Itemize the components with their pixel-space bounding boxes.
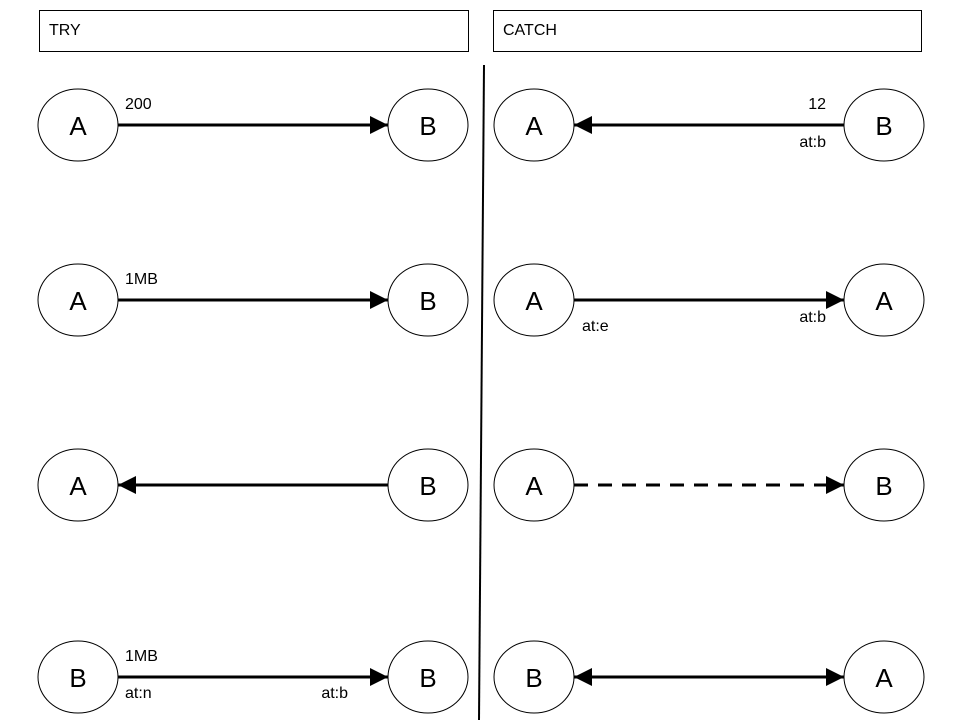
try-row-2-top-label: 1MB <box>125 271 158 288</box>
try-row-1-top-label: 200 <box>125 96 152 113</box>
catch-row-2-right-node <box>843 263 925 337</box>
try-row-4-top-label: 1MB <box>125 648 158 665</box>
catch-row-3-left-node-label: A <box>525 471 543 501</box>
try-header-label: TRY <box>49 22 81 39</box>
column-divider <box>478 64 485 720</box>
catch-row-3-left-node <box>493 448 575 522</box>
catch-row-2-left-node <box>493 263 575 337</box>
catch-row-4-right-node <box>843 640 925 714</box>
catch-row-1-right-node <box>843 88 925 162</box>
try-row-3-left-node <box>37 448 119 522</box>
try-row-2-left-node <box>37 263 119 337</box>
catch-header: CATCH <box>493 10 922 52</box>
catch-row-1-right-node-label: B <box>875 111 892 141</box>
try-row-4-bottom-left-label: at:n <box>125 685 152 702</box>
catch-row-1-bottom-right-label: at:b <box>799 134 826 151</box>
try-row-4-right-node-label: B <box>419 663 436 693</box>
catch-row-4-left-node-label: B <box>525 663 542 693</box>
catch-row-2-right-node-label: A <box>875 286 893 316</box>
try-row-4-right-node <box>387 640 469 714</box>
try-row-2-left-node-label: A <box>69 286 87 316</box>
catch-row-1-top-right-label: 12 <box>808 96 826 113</box>
catch-row-2-bottom-left-label: at:e <box>582 318 609 335</box>
catch-row-2-left-node-label: A <box>525 286 543 316</box>
try-row-4-bottom-right-label: at:b <box>321 685 348 702</box>
try-row-2-right-node-label: B <box>419 286 436 316</box>
catch-row-3-right-node <box>843 448 925 522</box>
try-row-4-left-node <box>37 640 119 714</box>
catch-row-2-bottom-right-label: at:b <box>799 309 826 326</box>
catch-row-4-right-node-label: A <box>875 663 893 693</box>
try-row-3-right-node <box>387 448 469 522</box>
try-row-1-right-node-label: B <box>419 111 436 141</box>
try-row-4-left-node-label: B <box>69 663 86 693</box>
try-row-2-right-node <box>387 263 469 337</box>
try-row-1-left-node <box>37 88 119 162</box>
catch-row-1-left-node <box>493 88 575 162</box>
catch-row-1-left-node-label: A <box>525 111 543 141</box>
try-row-3-right-node-label: B <box>419 471 436 501</box>
catch-row-3-right-node-label: B <box>875 471 892 501</box>
catch-header-label: CATCH <box>503 22 557 39</box>
try-row-1-left-node-label: A <box>69 111 87 141</box>
try-header: TRY <box>39 10 469 52</box>
catch-row-4-left-node <box>493 640 575 714</box>
try-row-3-left-node-label: A <box>69 471 87 501</box>
try-row-1-right-node <box>387 88 469 162</box>
